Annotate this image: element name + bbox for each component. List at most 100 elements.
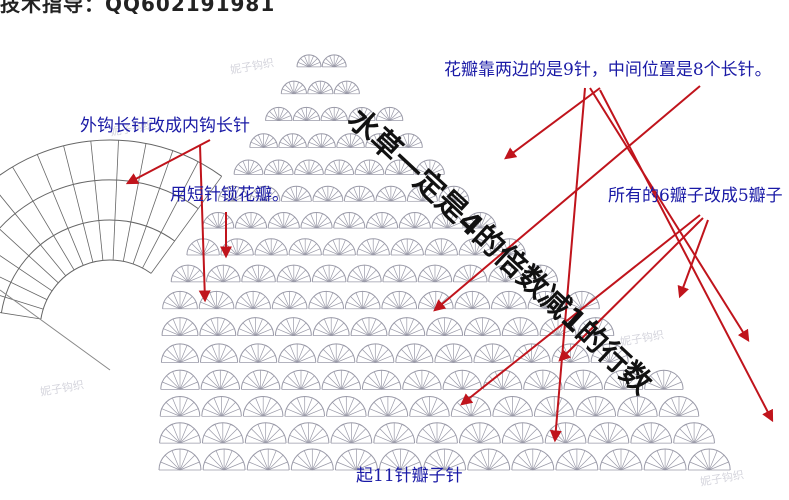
shell-stitch — [473, 343, 512, 363]
shell-stitch — [267, 212, 300, 229]
shell-stitch — [242, 396, 284, 417]
shell-stitch — [382, 264, 417, 283]
arrow-six-five-right — [677, 219, 709, 299]
shell-stitch — [406, 185, 438, 202]
shell-stitch — [587, 422, 630, 444]
shell-stitch — [244, 422, 287, 444]
shell-stitch — [162, 290, 198, 310]
shell-stitch — [271, 290, 308, 310]
shell-stitch — [458, 238, 492, 256]
shell-stitch — [523, 369, 563, 390]
shell-stitch — [278, 133, 307, 148]
shell-stitch — [388, 317, 426, 336]
shell-stitch — [249, 133, 278, 148]
shell-stitch — [160, 369, 200, 390]
fan-detail-inset — [0, 139, 223, 371]
arrow-petal-right-far — [589, 87, 750, 343]
shell-stitch — [424, 238, 458, 256]
note-lock-petal: 用短针锁花瓣。 — [170, 185, 289, 205]
shell-stitch — [160, 343, 200, 363]
shell-stitch-pattern — [158, 54, 731, 471]
shell-stitch — [599, 448, 643, 471]
shell-stitch — [274, 317, 312, 336]
shell-stitch — [336, 133, 365, 148]
shell-stitch — [384, 159, 415, 175]
shell-stitch — [426, 317, 464, 336]
shell-stitch — [365, 133, 394, 148]
shell-stitch — [354, 159, 385, 175]
shell-stitch — [434, 343, 473, 363]
shell-stitch — [438, 185, 470, 202]
shell-stitch — [501, 422, 544, 444]
shell-stitch — [239, 343, 278, 363]
shell-stitch — [415, 159, 445, 175]
arrow-outer-inner-down — [198, 144, 211, 303]
shell-stitch — [367, 396, 409, 417]
shell-stitch — [312, 185, 344, 202]
shell-stitch — [373, 422, 416, 444]
shell-stitch — [205, 264, 241, 283]
note-start-rule: 起11针瓣子针 — [356, 466, 463, 486]
shell-stitch — [563, 369, 603, 390]
shell-stitch — [490, 290, 527, 310]
shell-stitch — [199, 343, 239, 363]
shell-stitch — [292, 106, 321, 121]
shell-stitch — [501, 317, 539, 336]
shell-stitch — [417, 264, 453, 283]
shell-stitch — [458, 422, 501, 444]
shell-stitch — [365, 212, 399, 229]
contact-strip: 技术指导：QQ602191981 — [0, 0, 276, 16]
shell-stitch — [687, 448, 731, 471]
shell-stitch — [488, 264, 523, 283]
shell-stitch — [423, 448, 467, 471]
shell-stitch — [464, 212, 497, 229]
shell-stitch — [159, 422, 201, 444]
shell-stitch — [294, 159, 324, 175]
note-petal-counts: 花瓣靠两边的是9针，中间位置是8个长针。 — [444, 60, 772, 80]
shell-stitch — [395, 343, 434, 363]
shell-stitch — [235, 290, 271, 310]
shell-stitch — [201, 422, 244, 444]
shell-stitch — [296, 54, 322, 68]
shell-stitch — [643, 448, 687, 471]
shell-stitch — [409, 396, 450, 417]
shell-stitch — [240, 369, 281, 390]
shell-stitch — [431, 212, 464, 229]
shell-stitch — [527, 290, 564, 310]
shell-stitch — [287, 422, 330, 444]
shell-stitch — [492, 238, 527, 256]
shell-stitch — [533, 396, 575, 417]
shell-stitch — [290, 448, 334, 471]
shell-stitch — [321, 369, 361, 390]
shell-stitch — [307, 133, 336, 148]
shell-stitch — [348, 106, 376, 121]
arrow-six-five-left — [460, 214, 701, 406]
shell-stitch — [234, 212, 268, 229]
shell-stitch — [202, 212, 235, 229]
shell-stitch — [300, 212, 333, 229]
shell-stitch — [320, 106, 348, 121]
shell-stitch — [375, 106, 404, 121]
shell-stitch — [512, 343, 551, 363]
note-six-to-five: 所有的6瓣子改成5瓣子 — [608, 186, 783, 206]
shell-stitch — [463, 317, 501, 336]
shell-stitch — [170, 264, 206, 283]
shell-stitch — [492, 396, 533, 417]
shell-stitch — [416, 422, 458, 444]
arrow-outer-inner — [125, 139, 211, 185]
shell-stitch — [442, 369, 482, 390]
shell-stitch — [375, 185, 407, 202]
shell-stitch — [356, 238, 390, 256]
shell-stitch — [307, 80, 334, 95]
shell-stitch — [280, 185, 312, 202]
shell-stitch — [233, 159, 264, 175]
shell-stitch — [394, 133, 423, 148]
shell-stitch — [523, 264, 559, 283]
shell-stitch — [333, 80, 360, 95]
shell-stitch — [200, 369, 241, 390]
shell-stitch — [544, 422, 587, 444]
shell-stitch — [326, 396, 367, 417]
shell-stitch — [158, 448, 202, 471]
shell-stitch — [590, 343, 629, 363]
shell-stitch — [201, 396, 242, 417]
